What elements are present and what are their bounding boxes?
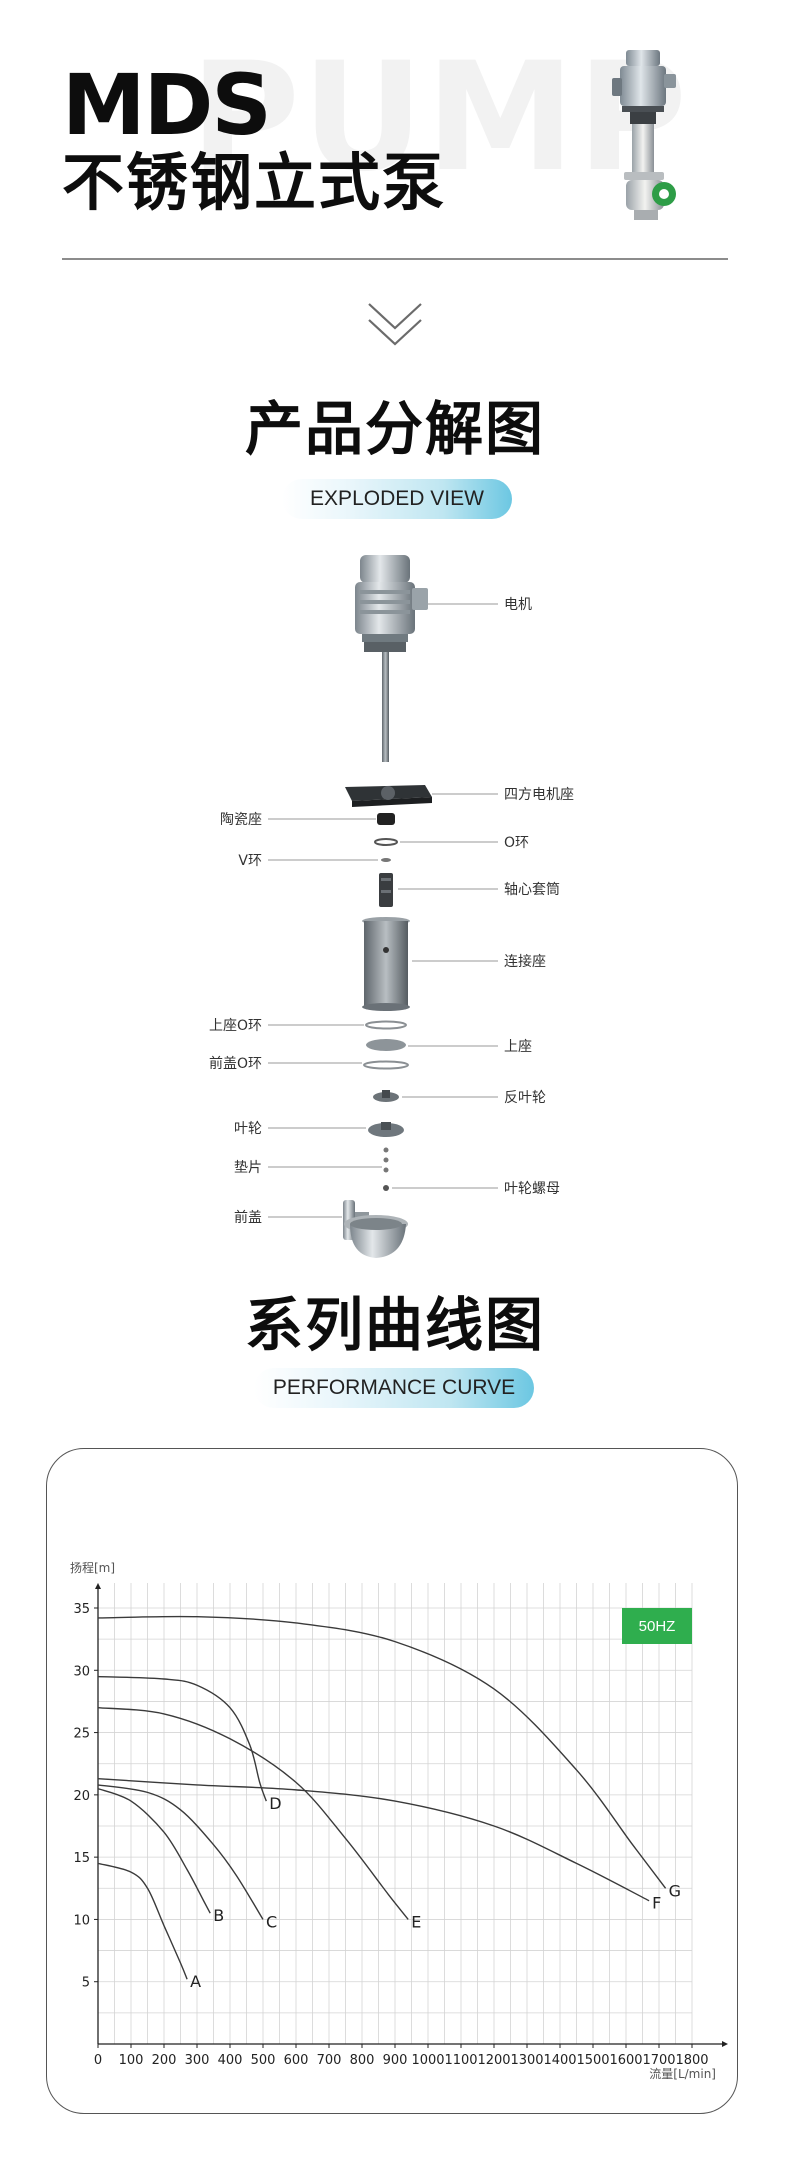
gasket-part (383, 1167, 389, 1173)
gasket-part (383, 1157, 389, 1163)
performance-curve-title: 系列曲线图 (244, 1291, 545, 1359)
x-tick-label: 300 (185, 2053, 210, 2068)
reverse-impeller-part (373, 1090, 399, 1102)
performance-curve-subtitle: PERFORMANCE CURVE (254, 1368, 534, 1408)
x-tick-label: 1100 (444, 2053, 477, 2068)
x-axis-arrow (722, 2041, 728, 2047)
impeller-nut-part (383, 1185, 389, 1191)
curve-a (97, 1862, 188, 1980)
curve-d (97, 1675, 267, 1802)
curve-label-f: F (652, 1894, 661, 1913)
gasket-part (383, 1147, 389, 1153)
y-axis-arrow (95, 1583, 101, 1589)
x-axis-title: 流量[L/min] (649, 2067, 716, 2081)
curve-label-c: C (266, 1912, 277, 1931)
label-front-cover: 前盖 (234, 1209, 262, 1226)
x-tick-label: 1700 (642, 2053, 675, 2068)
x-tick-label: 1600 (609, 2053, 642, 2068)
frequency-badge (622, 1608, 692, 1644)
v-ring-part (381, 858, 391, 862)
x-tick-label: 1500 (576, 2053, 609, 2068)
curve-b (97, 1787, 211, 1914)
y-tick-label: 25 (73, 1727, 90, 1742)
curve-label-b: B (213, 1906, 224, 1925)
o-ring-part (374, 838, 398, 846)
double-chevron-down-icon (368, 303, 422, 346)
y-axis-title: 扬程[m] (70, 1560, 115, 1575)
y-tick-label: 20 (73, 1789, 90, 1804)
performance-chart-card (46, 1448, 738, 2114)
impeller-part (368, 1122, 404, 1137)
watermark-text: PUMP (190, 31, 689, 205)
leader-lines (268, 603, 498, 1218)
x-tick-label: 1800 (675, 2053, 708, 2068)
x-tick-label: 1400 (543, 2053, 576, 2068)
upper-seat-o-ring-part (365, 1020, 407, 1030)
connecting-seat-part (362, 917, 410, 1011)
product-name: 不锈钢立式泵 (62, 146, 447, 219)
x-tick-label: 100 (119, 2053, 144, 2068)
x-tick-label: 800 (350, 2053, 375, 2068)
y-tick-label: 15 (73, 1851, 90, 1866)
y-tick-label: 5 (82, 1976, 90, 1991)
label-o-ring: O环 (504, 835, 529, 851)
x-tick-label: 700 (317, 2053, 342, 2068)
label-impeller: 叶轮 (234, 1121, 262, 1137)
front-cover-o-ring-part (363, 1060, 409, 1070)
curve-f (97, 1777, 650, 1902)
curve-label-a: A (190, 1972, 201, 1991)
curve-e (97, 1706, 409, 1920)
chart-axes (95, 1583, 728, 2047)
label-ceramic-seat: 陶瓷座 (220, 812, 262, 828)
label-upper-seat: 上座 (504, 1039, 532, 1055)
motor-part (355, 555, 428, 762)
x-tick-label: 0 (94, 2053, 102, 2068)
label-v-ring: V环 (238, 853, 262, 869)
x-tick-label: 500 (251, 2053, 276, 2068)
ceramic-seat-part (377, 813, 395, 825)
product-model: MDS (62, 56, 272, 154)
label-motor: 电机 (504, 597, 532, 613)
curve-label-g: G (669, 1881, 681, 1900)
x-tick-label: 1300 (510, 2053, 543, 2068)
square-motor-bracket-part (345, 785, 432, 807)
y-tick-label: 10 (73, 1913, 90, 1928)
front-cover-part (343, 1200, 408, 1258)
frequency-badge-label: 50HZ (639, 1618, 676, 1635)
y-tick-label: 30 (73, 1664, 90, 1679)
x-tick-label: 400 (218, 2053, 243, 2068)
label-shaft-sleeve: 轴心套筒 (504, 881, 560, 898)
header-divider (62, 258, 728, 260)
label-connecting-seat: 连接座 (504, 953, 546, 970)
curve-c (97, 1784, 264, 1920)
exploded-view-diagram: 电机 四方电机座 O环 轴心套筒 连接座 上座 反叶轮 叶轮螺母 陶瓷座 V环 … (209, 555, 574, 1258)
label-upper-seat-o-ring: 上座O环 (209, 1018, 262, 1034)
label-square-motor-bracket: 四方电机座 (504, 787, 574, 803)
curve-label-d: D (269, 1794, 281, 1813)
x-tick-label: 200 (152, 2053, 177, 2068)
exploded-view-subtitle: EXPLODED VIEW (282, 479, 512, 519)
x-tick-label: 600 (284, 2053, 309, 2068)
label-impeller-nut: 叶轮螺母 (504, 1181, 560, 1197)
x-tick-label: 1000 (411, 2053, 444, 2068)
curve-g (97, 1615, 667, 1889)
exploded-view-title: 产品分解图 (244, 395, 545, 463)
label-gasket: 垫片 (234, 1160, 262, 1176)
x-tick-label: 1200 (477, 2053, 510, 2068)
pump-product-image (612, 50, 676, 220)
label-reverse-impeller: 反叶轮 (504, 1090, 546, 1106)
y-tick-label: 35 (73, 1602, 90, 1617)
upper-seat-part (366, 1039, 406, 1051)
x-tick-label: 900 (383, 2053, 408, 2068)
label-front-cover-o-ring: 前盖O环 (209, 1055, 262, 1072)
shaft-sleeve-part (379, 873, 393, 907)
curve-label-e: E (411, 1912, 421, 1931)
chart-grid (97, 1583, 693, 2045)
